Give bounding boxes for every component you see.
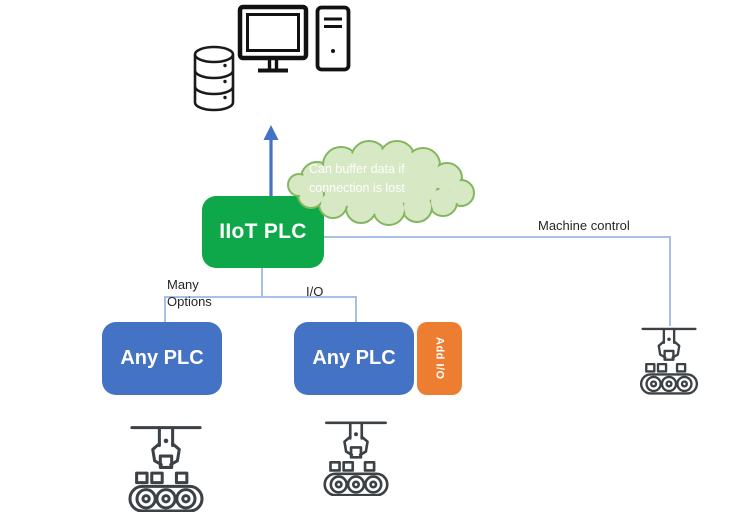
- node-iiot-plc: IIoT PLC: [202, 196, 324, 268]
- cloud-text-line1: Can buffer data if: [309, 162, 405, 176]
- robot-conveyor-icon: [318, 417, 394, 496]
- monitor-icon: [237, 4, 309, 76]
- machine-control-line-horizontal: [323, 236, 671, 238]
- arrow-up-icon: [262, 124, 280, 200]
- node-iiot-plc-label: IIoT PLC: [219, 220, 307, 243]
- cloud-callout: Can buffer data if connection is lost: [275, 138, 483, 226]
- node-any-plc-left-label: Any PLC: [120, 347, 204, 369]
- cloud-text-line2: connection is lost: [309, 181, 405, 195]
- node-add-io: Add I/O: [417, 322, 462, 395]
- connector-horizontal-bar: [164, 296, 357, 298]
- robot-conveyor-icon: [122, 421, 210, 512]
- machine-control-line-vertical: [669, 236, 671, 326]
- node-any-plc-right-label: Any PLC: [312, 347, 396, 369]
- label-many-options: Many Options: [167, 276, 212, 310]
- label-many-line1: Many: [167, 277, 199, 292]
- connector-left-drop: [164, 296, 166, 323]
- database-icon: [192, 45, 236, 112]
- node-add-io-label: Add I/O: [433, 337, 446, 380]
- robot-conveyor-icon: [636, 322, 702, 396]
- node-any-plc-right: Any PLC: [294, 322, 414, 395]
- node-any-plc-left: Any PLC: [102, 322, 222, 395]
- connector-right-drop: [355, 296, 357, 323]
- cloud-callout-text: Can buffer data if connection is lost: [309, 160, 459, 198]
- label-machine-control: Machine control: [538, 218, 630, 233]
- tower-pc-icon: [315, 5, 351, 73]
- connector-iiot-stub: [261, 268, 263, 298]
- label-io: I/O: [306, 284, 324, 299]
- label-many-line2: Options: [167, 294, 212, 309]
